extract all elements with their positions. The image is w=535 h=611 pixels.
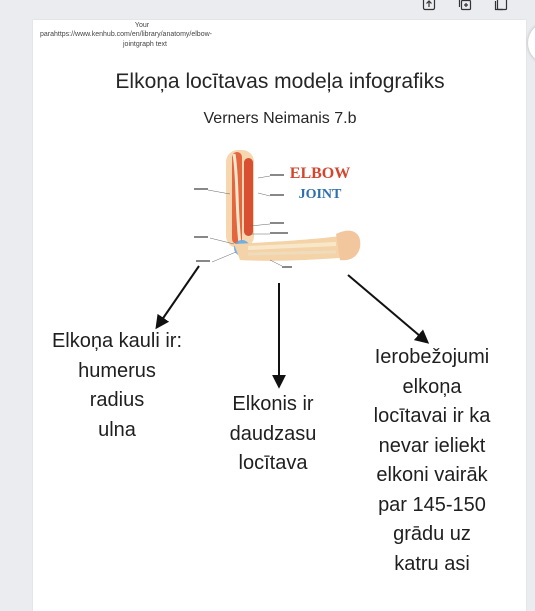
elbow-joint-illustration[interactable]: ELBOW JOINT [190,148,365,276]
type-line-3: locītava [238,452,308,474]
illustration-heading-1: ELBOW [290,165,350,182]
limits-line-5: elkoni vairāk [376,464,488,486]
source-note-label: Your [134,22,150,29]
limits-line-4: nevar ieliekt [378,434,486,457]
limits-line-7: grādu uz [393,523,471,545]
limits-line-2: elkoņa [402,375,462,398]
bones-text-block[interactable]: Elkoņa kauli ir: humerus radius ulna [28,327,206,445]
arrow-to-limits [347,274,430,344]
joint-type-text-block[interactable]: Elkonis ir daudzasu locītava [205,390,341,479]
limits-line-6: par 145-150 [378,493,486,516]
upload-icon[interactable] [421,0,437,12]
arrow-to-bones [155,265,200,330]
source-note-text: jointgraph text [123,41,167,48]
bone-humerus: humerus [78,359,156,382]
author-line[interactable]: Verners Neimanis 7.b [203,110,357,127]
limits-text-block[interactable]: Ierobežojumi elkoņa locītavai ir ka neva… [352,343,512,579]
page-title[interactable]: Elkoņa locītavas modeļa infografiks [115,70,445,93]
add-page-icon[interactable] [457,0,473,12]
limits-line-3: locītavai ir ka [373,405,491,427]
limits-line-8: katru asi [394,552,470,575]
side-panel-toggle[interactable] [528,22,535,64]
bones-heading: Elkoņa kauli ir: [51,330,183,352]
illustration-heading-2: JOINT [299,187,342,202]
source-url-text: parahttps://www.kenhub.com/en/library/an… [40,31,212,38]
limits-line-1: Ierobežojumi [374,346,490,368]
duplicate-icon[interactable] [493,0,509,12]
type-line-2: daudzasu [229,422,317,445]
bone-radius: radius [89,389,145,411]
type-line-1: Elkonis ir [232,393,314,415]
bone-ulna: ulna [98,418,136,441]
page-toolbar [415,0,535,16]
